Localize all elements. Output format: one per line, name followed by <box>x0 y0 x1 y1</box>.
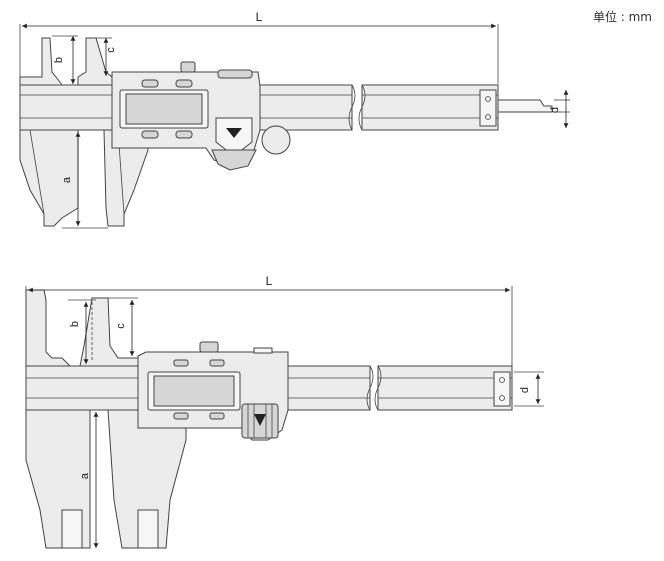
top-slider-head <box>111 61 291 171</box>
bottom-button-1 <box>173 359 189 367</box>
bottom-caliper: L b c a d <box>25 274 544 549</box>
top-knurl <box>217 69 253 79</box>
top-dim-b: b <box>53 57 65 63</box>
top-button-2 <box>175 79 193 88</box>
top-button-4 <box>175 130 193 139</box>
bottom-slider-jaw <box>79 297 187 549</box>
top-dim-c: c <box>105 47 117 53</box>
bottom-dim-a: a <box>79 472 91 479</box>
bottom-dimensions: L b c a d <box>25 274 544 548</box>
bottom-lock-screw <box>199 341 219 353</box>
bottom-dim-c: c <box>115 323 127 329</box>
bottom-top-tab <box>253 347 273 354</box>
bottom-button-4 <box>209 412 225 420</box>
top-lock-screw <box>180 61 196 73</box>
down-arrow-icon <box>254 414 266 426</box>
top-dim-a: a <box>61 176 73 183</box>
top-caliper: L b c a d <box>19 10 570 229</box>
top-dim-L: L <box>256 10 263 24</box>
bottom-fixed-jaw <box>25 289 91 549</box>
bottom-button-2 <box>209 359 225 367</box>
top-fixed-jaw <box>19 37 79 227</box>
bottom-slider-head <box>137 341 289 441</box>
top-button-3 <box>141 130 159 139</box>
down-arrow-icon <box>226 128 242 138</box>
bottom-dim-b: b <box>69 321 81 327</box>
bottom-dim-L: L <box>266 274 273 288</box>
top-lcd-screen <box>125 93 203 125</box>
top-main-beam <box>19 84 553 131</box>
top-thumb-wheel <box>261 125 291 155</box>
top-thumb-roller <box>211 149 257 171</box>
unit-label: 单位 : mm <box>592 10 652 24</box>
bottom-lcd-screen <box>153 375 235 407</box>
top-dimensions: L b c a d <box>19 10 570 229</box>
top-button-1 <box>141 79 159 88</box>
bottom-button-3 <box>173 412 189 420</box>
bottom-dim-d: d <box>519 387 531 393</box>
top-dim-d: d <box>549 107 561 113</box>
